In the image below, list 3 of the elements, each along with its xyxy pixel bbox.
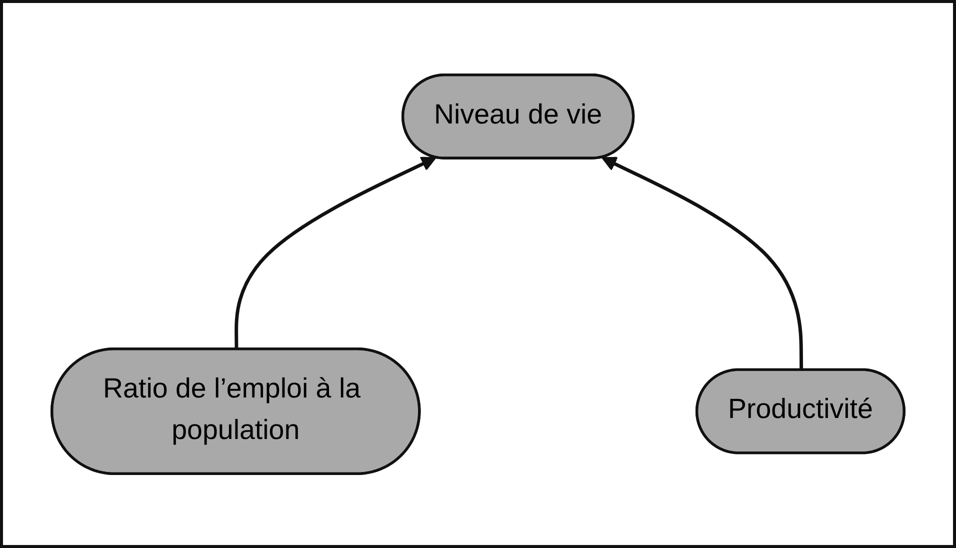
arrow — [234, 156, 436, 350]
arrow — [602, 156, 804, 370]
diagram: Niveau de vie Ratio de l’emploi à la population Productivité — [38, 60, 918, 488]
